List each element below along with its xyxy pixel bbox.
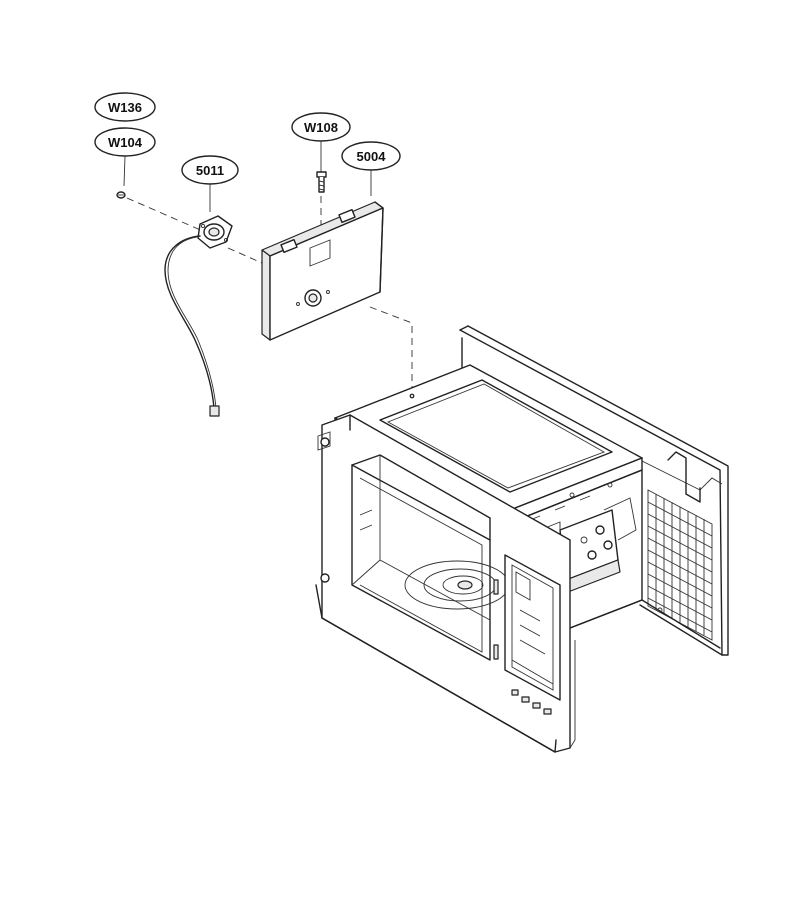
callout-w136-label: W136: [108, 100, 142, 115]
bracket-5004: [261, 201, 384, 341]
assembly-line-w104: [126, 197, 206, 233]
leader-w104: [123, 155, 126, 187]
microwave-cavity-assembly: [315, 325, 729, 753]
cable-connector: [209, 405, 220, 417]
callout-w104[interactable]: W104: [94, 127, 156, 157]
screw-w104: [116, 191, 126, 199]
screw-w108: [316, 171, 327, 193]
callout-w104-label: W104: [108, 135, 143, 150]
callout-w108[interactable]: W108: [291, 112, 351, 142]
sensor-5011: [197, 215, 233, 249]
callout-w108-label: W108: [304, 120, 338, 135]
callout-5011[interactable]: 5011: [181, 155, 239, 185]
callout-5004[interactable]: 5004: [341, 141, 401, 171]
callout-5004-label: 5004: [357, 149, 387, 164]
callout-5011-label: 5011: [196, 163, 224, 178]
sensor-cable: [164, 235, 215, 409]
magnetron-unit: [539, 497, 637, 593]
assembly-line-5004: [369, 306, 413, 390]
callout-w136[interactable]: W136: [94, 92, 156, 122]
rear-vent-grid: [647, 489, 713, 641]
